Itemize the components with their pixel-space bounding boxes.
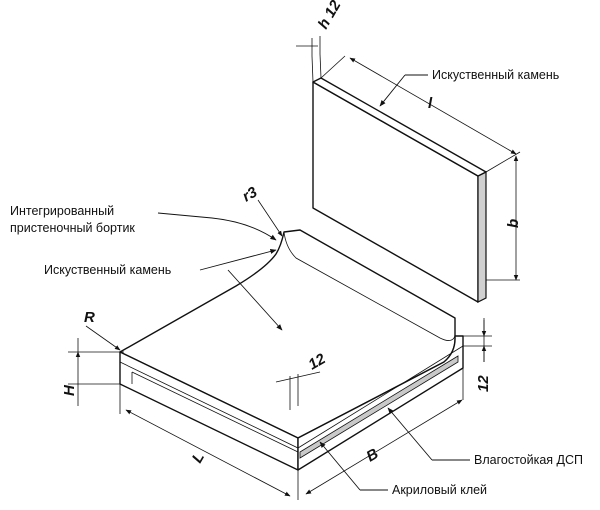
label-integrated-edge-line1: Интегрированный	[10, 204, 114, 218]
label-acrylic-glue: Акриловый клей	[392, 483, 487, 497]
dim-12-side: 12	[475, 375, 492, 392]
dim-H: H	[61, 384, 78, 396]
label-chipboard: Влагостойкая ДСП	[474, 453, 583, 467]
dim-12-top: 12	[306, 350, 330, 373]
dim-r3: r3	[240, 183, 261, 205]
dim-h12: h 12	[315, 0, 345, 32]
dim-b: b	[505, 219, 522, 228]
dim-R: R	[84, 309, 95, 326]
label-stone-top: Искуственный камень	[44, 263, 171, 277]
dimension-lines	[68, 36, 521, 500]
dim-l: l	[428, 95, 433, 112]
label-integrated-edge-line2: пристеночный бортик	[10, 221, 135, 235]
label-leaders	[157, 74, 470, 491]
dim-L: L	[189, 450, 208, 466]
dim-B: B	[364, 445, 382, 465]
label-stone-panel: Искуственный камень	[432, 68, 559, 82]
